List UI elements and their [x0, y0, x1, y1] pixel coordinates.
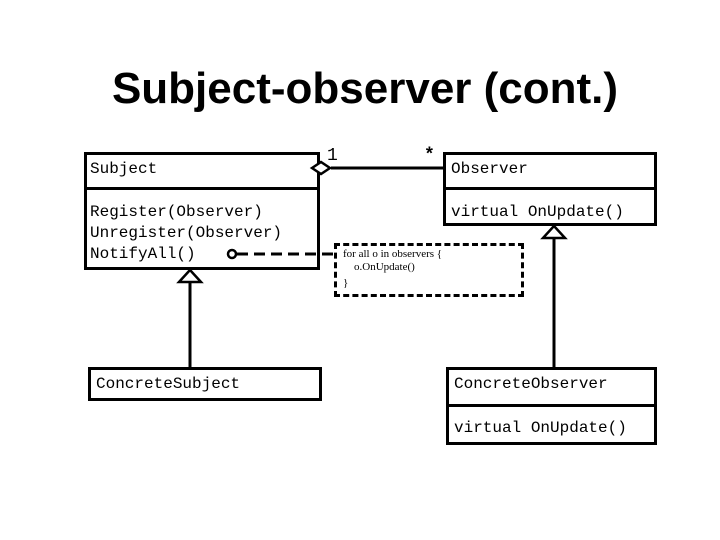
subject-method-register: Register(Observer) — [90, 203, 263, 221]
concrete-observer-class-name: ConcreteObserver — [454, 375, 608, 393]
subject-generalization-arrowhead — [176, 268, 204, 284]
notifyall-note: for all o in observers { o.OnUpdate() } — [334, 243, 524, 297]
subject-class-name: Subject — [90, 160, 158, 178]
association-multiplicity-one: 1 — [327, 146, 338, 166]
observer-generalization-arrowhead — [540, 224, 568, 240]
subject-class-box: Subject Register(Observer) Unregister(Ob… — [84, 152, 320, 270]
concrete-subject-class-name: ConcreteSubject — [96, 375, 241, 393]
concrete-subject-class-box: ConcreteSubject — [88, 367, 322, 401]
observer-divider — [446, 187, 654, 190]
note-line-3: } — [343, 277, 349, 289]
slide-title: Subject-observer (cont.) — [111, 64, 619, 113]
concrete-observer-method-onupdate: virtual OnUpdate() — [454, 419, 627, 437]
observer-method-onupdate: virtual OnUpdate() — [451, 203, 624, 221]
aggregation-diamond — [309, 160, 333, 176]
subject-method-notifyall: NotifyAll() — [90, 245, 196, 263]
concrete-observer-divider — [449, 404, 654, 407]
subject-method-unregister: Unregister(Observer) — [90, 224, 283, 242]
concrete-observer-class-box: ConcreteObserver virtual OnUpdate() — [446, 367, 657, 445]
subject-divider — [87, 187, 317, 190]
observer-class-box: Observer virtual OnUpdate() — [443, 152, 657, 226]
note-line-2: o.OnUpdate() — [343, 261, 415, 273]
association-multiplicity-many: * — [424, 146, 435, 166]
observer-class-name: Observer — [451, 160, 528, 178]
note-link-anchor — [226, 248, 238, 260]
note-line-1: for all o in observers { — [343, 248, 443, 260]
